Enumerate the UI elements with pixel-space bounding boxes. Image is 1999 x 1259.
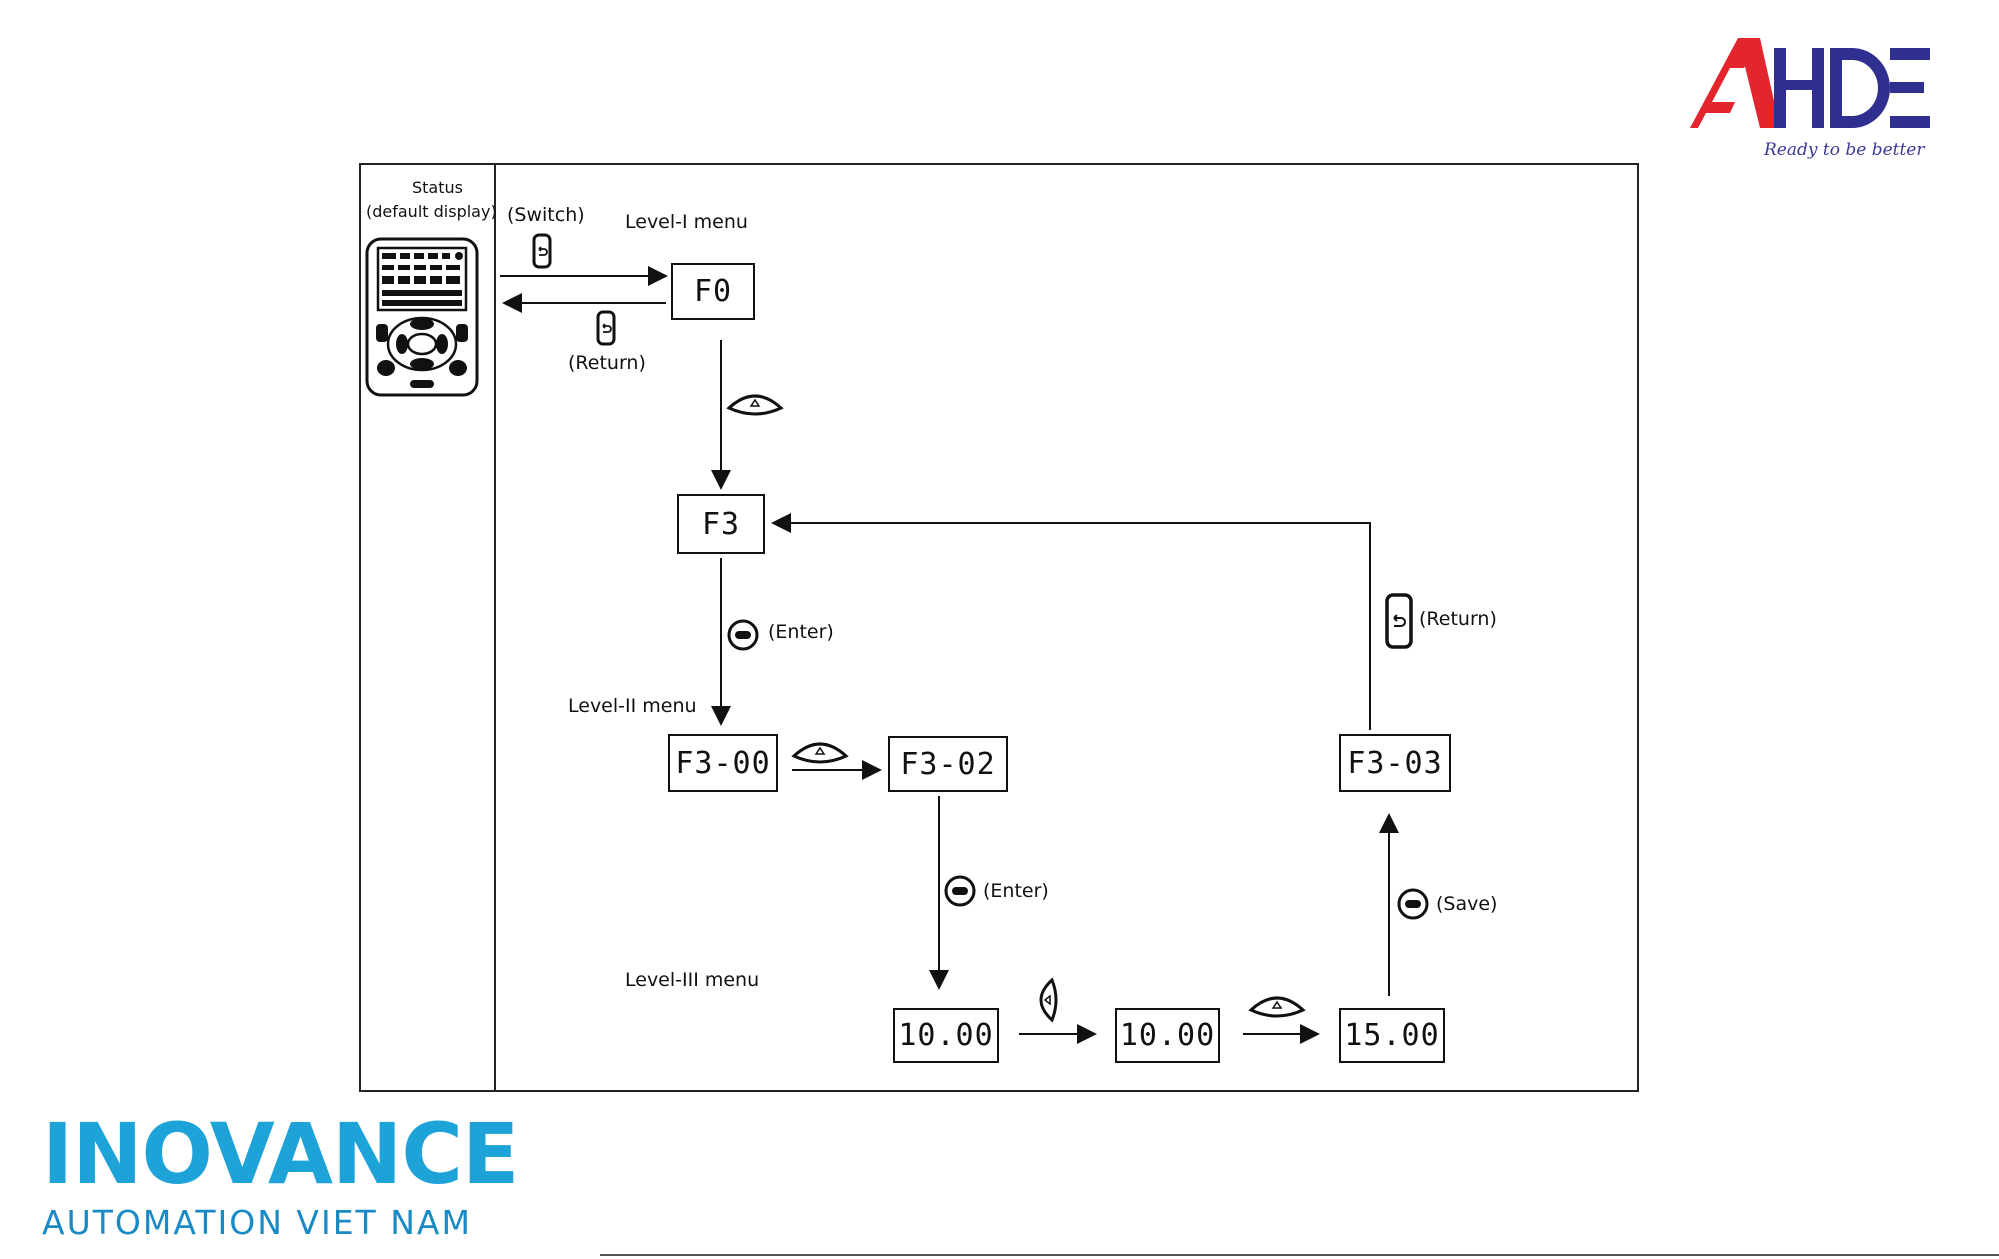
footer-divider	[600, 1254, 1999, 1256]
lcd-f3-00: F3-00	[668, 734, 778, 792]
status-label: Status	[412, 178, 463, 197]
lcd-value-3: 15.00	[1339, 1008, 1445, 1063]
diagram-divider	[494, 163, 496, 1092]
status-sub-label: (default display)	[366, 202, 497, 221]
keypad-device-icon	[365, 237, 479, 397]
lcd-f3-02: F3-02	[888, 736, 1008, 792]
lcd-f0: F0	[671, 263, 755, 320]
up-key-icon-3	[1248, 996, 1306, 1018]
ok-key-icon-2	[944, 875, 976, 907]
left-key-icon	[1039, 977, 1058, 1023]
save-label: (Save)	[1436, 893, 1498, 915]
diagram-frame	[359, 163, 1639, 1092]
lcd-value-1: 10.00	[893, 1008, 999, 1063]
ok-key-icon-3	[1397, 888, 1429, 920]
ahde-logo	[1690, 38, 1940, 138]
enter-label-2: (Enter)	[983, 880, 1049, 902]
ok-key-icon-1	[727, 619, 759, 651]
lcd-f3: F3	[677, 494, 765, 554]
level1-label: Level-I menu	[625, 211, 748, 233]
enter-label-1: (Enter)	[768, 621, 834, 643]
switch-label: (Switch)	[507, 204, 585, 226]
return-label-2: (Return)	[1419, 608, 1497, 630]
level3-label: Level-III menu	[625, 969, 760, 991]
up-key-icon-2	[791, 742, 849, 764]
inovance-subtitle: AUTOMATION VIET NAM	[42, 1203, 472, 1242]
level2-label: Level-II menu	[568, 695, 697, 717]
ahde-logo-mark	[1690, 38, 1930, 128]
return-key-icon-1	[596, 310, 616, 346]
switch-key-icon	[532, 233, 552, 269]
return-key-icon-2	[1385, 593, 1413, 649]
inovance-logo: INOVANCE	[42, 1105, 519, 1203]
lcd-f3-03: F3-03	[1339, 734, 1451, 792]
lcd-value-2: 10.00	[1115, 1008, 1220, 1063]
ahde-tagline: Ready to be better	[1764, 140, 1925, 160]
up-key-icon-1	[726, 394, 784, 416]
return-label-1: (Return)	[568, 352, 646, 374]
